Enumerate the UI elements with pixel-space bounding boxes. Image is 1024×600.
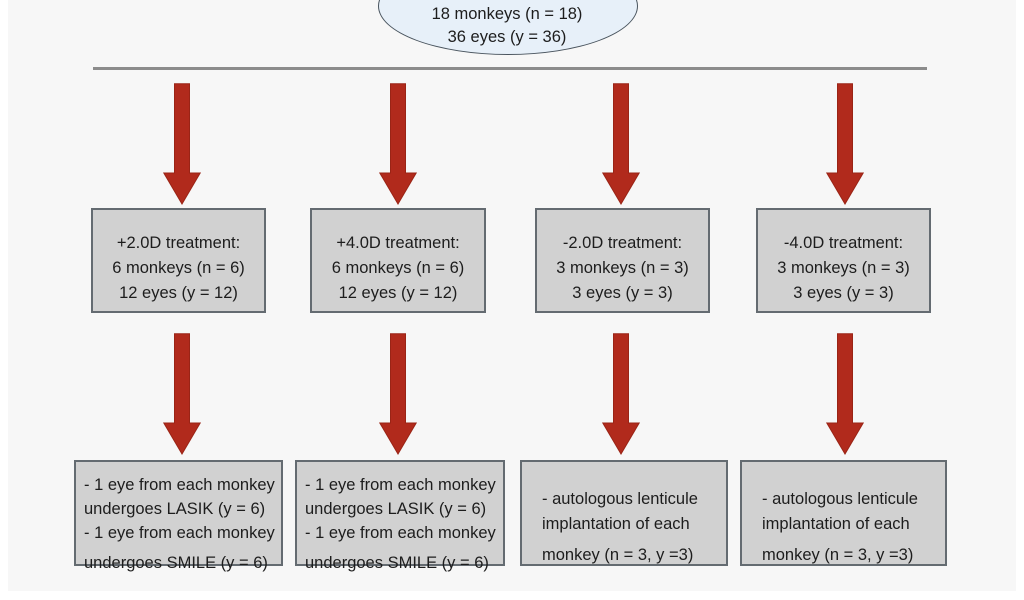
procedure-line: - autologous lenticule	[542, 490, 698, 508]
procedure-line: - 1 eye from each monkey	[84, 524, 275, 542]
down-arrow-icon	[826, 83, 864, 205]
procedure-line: - autologous lenticule	[762, 490, 918, 508]
procedure-box-lasik-smile: - 1 eye from each monkey undergoes LASIK…	[295, 460, 505, 572]
procedure-line: - 1 eye from each monkey	[305, 476, 496, 494]
down-arrow-icon	[602, 83, 640, 205]
treatment-line: 3 monkeys (n = 3)	[777, 259, 910, 277]
page-margin	[0, 0, 8, 600]
procedure-line: undergoes SMILE (y = 6)	[305, 554, 489, 572]
treatment-box-minus2: -2.0D treatment: 3 monkeys (n = 3) 3 eye…	[535, 208, 710, 313]
down-arrow-icon	[826, 333, 864, 455]
down-arrow-icon	[163, 333, 201, 455]
treatment-line: 3 eyes (y = 3)	[793, 284, 894, 302]
procedure-line: undergoes LASIK (y = 6)	[305, 500, 487, 518]
start-node-line: 18 monkeys (n = 18)	[431, 5, 583, 23]
down-arrow-icon	[379, 333, 417, 455]
procedure-box-lenticule: - autologous lenticule implantation of e…	[740, 460, 947, 566]
down-arrow-icon	[602, 333, 640, 455]
procedure-line: monkey (n = 3, y =3)	[762, 546, 914, 564]
procedure-line: undergoes LASIK (y = 6)	[84, 500, 266, 518]
treatment-line: 3 eyes (y = 3)	[572, 284, 673, 302]
page-margin	[1016, 0, 1024, 600]
treatment-line: 12 eyes (y = 12)	[119, 284, 238, 302]
treatment-line: +4.0D treatment:	[336, 234, 460, 252]
start-node-line: 36 eyes (y = 36)	[447, 28, 567, 46]
treatment-box-minus4: -4.0D treatment: 3 monkeys (n = 3) 3 eye…	[756, 208, 931, 313]
treatment-line: 12 eyes (y = 12)	[338, 284, 458, 302]
procedure-line: - 1 eye from each monkey	[305, 524, 496, 542]
page-margin	[0, 591, 1024, 600]
treatment-line: 3 monkeys (n = 3)	[556, 259, 689, 277]
treatment-box-plus4: +4.0D treatment: 6 monkeys (n = 6) 12 ey…	[310, 208, 486, 313]
treatment-line: 6 monkeys (n = 6)	[112, 259, 245, 277]
procedure-box-lasik-smile: - 1 eye from each monkey undergoes LASIK…	[74, 460, 283, 572]
treatment-line: -4.0D treatment:	[783, 234, 904, 252]
down-arrow-icon	[163, 83, 201, 205]
treatment-line: +2.0D treatment:	[116, 234, 241, 252]
procedure-box-lenticule: - autologous lenticule implantation of e…	[520, 460, 728, 566]
treatment-line: -2.0D treatment:	[562, 234, 683, 252]
procedure-line: implantation of each	[762, 515, 910, 533]
treatment-line: 6 monkeys (n = 6)	[331, 259, 465, 277]
divider-line	[93, 67, 927, 70]
down-arrow-icon	[379, 83, 417, 205]
procedure-line: monkey (n = 3, y =3)	[542, 546, 694, 564]
procedure-line: - 1 eye from each monkey	[84, 476, 275, 494]
procedure-line: undergoes SMILE (y = 6)	[84, 554, 268, 572]
procedure-line: implantation of each	[542, 515, 690, 533]
treatment-box-plus2: +2.0D treatment: 6 monkeys (n = 6) 12 ey…	[91, 208, 266, 313]
start-node-text: 18 monkeys (n = 18) 36 eyes (y = 36)	[378, 3, 636, 49]
